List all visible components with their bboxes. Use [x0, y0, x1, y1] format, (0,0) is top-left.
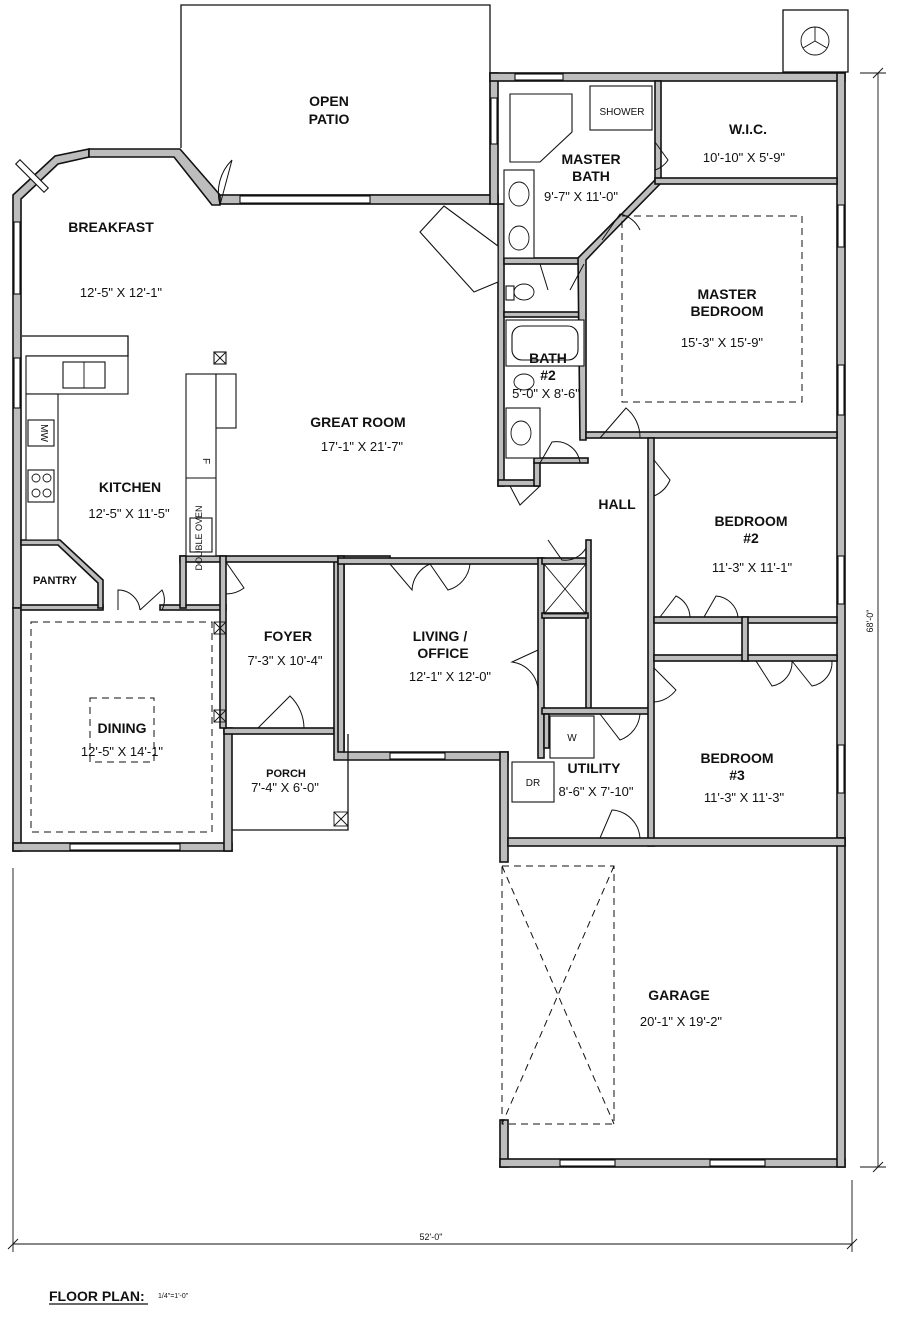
kitchen-fixtures [22, 335, 237, 557]
closets [213, 563, 587, 827]
porch-outline [232, 734, 349, 831]
great-room-label: GREAT ROOM [310, 414, 405, 430]
dryer-label: DR [526, 778, 540, 789]
washer-label: W [567, 733, 577, 744]
master-bedroom-label-1: MASTER [697, 286, 756, 302]
utility-label: UTILITY [568, 760, 622, 776]
interior-walls [20, 80, 846, 847]
bath2-dims: 5'-0" X 8'-6" [512, 386, 580, 401]
garage-dims: 20'-1" X 19'-2" [640, 1014, 723, 1029]
master-bath-label-2: BATH [572, 168, 610, 184]
ceiling-outlines [30, 215, 803, 1125]
bedroom2-label-2: #2 [743, 530, 759, 546]
breakfast-label: BREAKFAST [68, 219, 154, 235]
dimension-lines [7, 67, 886, 1252]
bath2-label-1: BATH [529, 350, 567, 366]
microwave-label: MW [38, 424, 49, 442]
plan-title: FLOOR PLAN: [49, 1288, 145, 1304]
utility-dims: 8'-6" X 7'-10" [559, 784, 634, 799]
windows [13, 73, 845, 1167]
porch-dims: 7'-4" X 6'-0" [251, 780, 319, 795]
hall-label: HALL [598, 496, 636, 512]
laundry-fixtures [511, 715, 595, 803]
overall-width-label: 52'-0" [420, 1232, 443, 1242]
living-office-label-2: OFFICE [417, 645, 468, 661]
open-patio-label-2: PATIO [309, 111, 350, 127]
kitchen-dims: 12'-5" X 11'-5" [88, 506, 170, 521]
dining-label: DINING [98, 720, 147, 736]
porch-label: PORCH [266, 768, 306, 780]
bath-fixtures [419, 85, 653, 459]
pantry-label: PANTRY [33, 575, 78, 587]
master-bedroom-label-2: BEDROOM [690, 303, 763, 319]
compass-box [782, 9, 849, 73]
master-bath-dims: 9'-7" X 11'-0" [544, 189, 618, 204]
open-patio-label-1: OPEN [309, 93, 349, 109]
foyer-dims: 7'-3" X 10'-4" [248, 653, 323, 668]
bedroom2-label-1: BEDROOM [714, 513, 787, 529]
breakfast-dims: 12'-5" X 12'-1" [80, 285, 163, 300]
shower-label: SHOWER [600, 107, 645, 118]
fridge-label: F [200, 458, 211, 464]
kitchen-label: KITCHEN [99, 479, 161, 495]
double-oven-label: DOUBLE OVEN [194, 505, 204, 570]
dining-dims: 12'-5" X 14'-1" [81, 744, 164, 759]
living-office-dims: 12'-1" X 12'-0" [409, 669, 492, 684]
bedroom3-label-2: #3 [729, 767, 745, 783]
bedroom3-dims: 11'-3" X 11'-3" [704, 790, 785, 805]
bedroom3-label-1: BEDROOM [700, 750, 773, 766]
plan-title-block: FLOOR PLAN: 1/4"=1'-0" [49, 1288, 189, 1305]
plan-scale: 1/4"=1'-0" [158, 1293, 189, 1300]
wic-label: W.I.C. [729, 121, 767, 137]
great-room-dims: 17'-1" X 21'-7" [321, 439, 404, 454]
master-bath-label-1: MASTER [561, 151, 620, 167]
living-office-label-1: LIVING / [413, 628, 468, 644]
bedroom2-dims: 11'-3" X 11'-1" [712, 560, 793, 575]
overall-depth-label: 68'-0" [865, 610, 875, 633]
fixture-labels: MW F DOUBLE OVEN [38, 424, 211, 570]
doors [117, 141, 833, 839]
foyer-label: FOYER [264, 628, 312, 644]
garage-label: GARAGE [648, 987, 709, 1003]
dimension-labels: 52'-0" 68'-0" [420, 610, 875, 1242]
master-bedroom-dims: 15'-3" X 15'-9" [681, 335, 764, 350]
wic-dims: 10'-10" X 5'-9" [703, 150, 786, 165]
room-labels: OPEN PATIO BREAKFAST 12'-5" X 12'-1" MAS… [33, 93, 792, 1029]
bath2-label-2: #2 [540, 367, 556, 383]
